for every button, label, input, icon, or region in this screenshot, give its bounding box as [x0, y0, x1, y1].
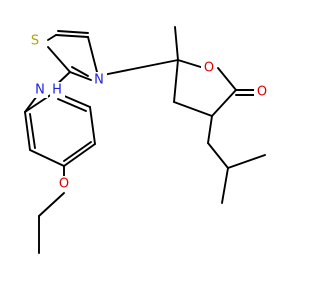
molecule-diagram: S N H N O O O — [24, 26, 270, 254]
bond-c3-ch2 — [207, 115, 213, 144]
amine-nitrogen-label: N — [35, 83, 45, 98]
bond-ch2-ch — [207, 142, 229, 169]
bond-c2-c3 — [211, 89, 237, 117]
bond-ch-me2 — [221, 167, 229, 204]
bond-c4-quat — [97, 59, 179, 77]
bond-c4-n3 — [87, 36, 99, 77]
ether-oxygen-label: O — [59, 177, 69, 192]
amine-h-label: H — [52, 83, 62, 98]
bond-c5-c4-inner — [57, 30, 89, 34]
bond-ch-me1 — [227, 154, 266, 169]
bond-quat-methyl — [174, 26, 179, 61]
bond-nh-phenyl — [24, 95, 38, 113]
carbonyl-oxygen-label: O — [257, 85, 267, 100]
atom-labels: S N H N O O O — [28, 33, 270, 192]
bond-quat-oring — [177, 59, 205, 69]
bond-c3-c4 — [173, 101, 213, 117]
bond-n3-c2-inner — [71, 66, 89, 77]
bond-ph-1 — [24, 111, 31, 151]
sulfur-label: S — [31, 34, 39, 49]
bond-c5-c4 — [55, 34, 89, 38]
bond-oring-c2 — [217, 67, 237, 91]
bond-n3-c2 — [69, 71, 92, 81]
bonds — [24, 26, 266, 254]
bond-o-ch2 — [38, 192, 65, 217]
bond-ph-3 — [63, 143, 96, 167]
thiazole-nitrogen-label: N — [94, 73, 104, 88]
bond-ph-1-inner — [29, 113, 36, 149]
bond-ph-3-inner — [63, 141, 92, 162]
bond-ph-5-inner — [57, 98, 87, 112]
bond-ph-2 — [29, 149, 65, 167]
bond-c2-s — [47, 46, 71, 73]
molecule-structure: S N H N O O O — [24, 26, 270, 254]
bond-s-c5 — [47, 34, 57, 41]
bond-ph-4 — [89, 106, 96, 145]
ring-oxygen-label: O — [204, 61, 214, 76]
bond-c4-quat2 — [173, 59, 179, 103]
